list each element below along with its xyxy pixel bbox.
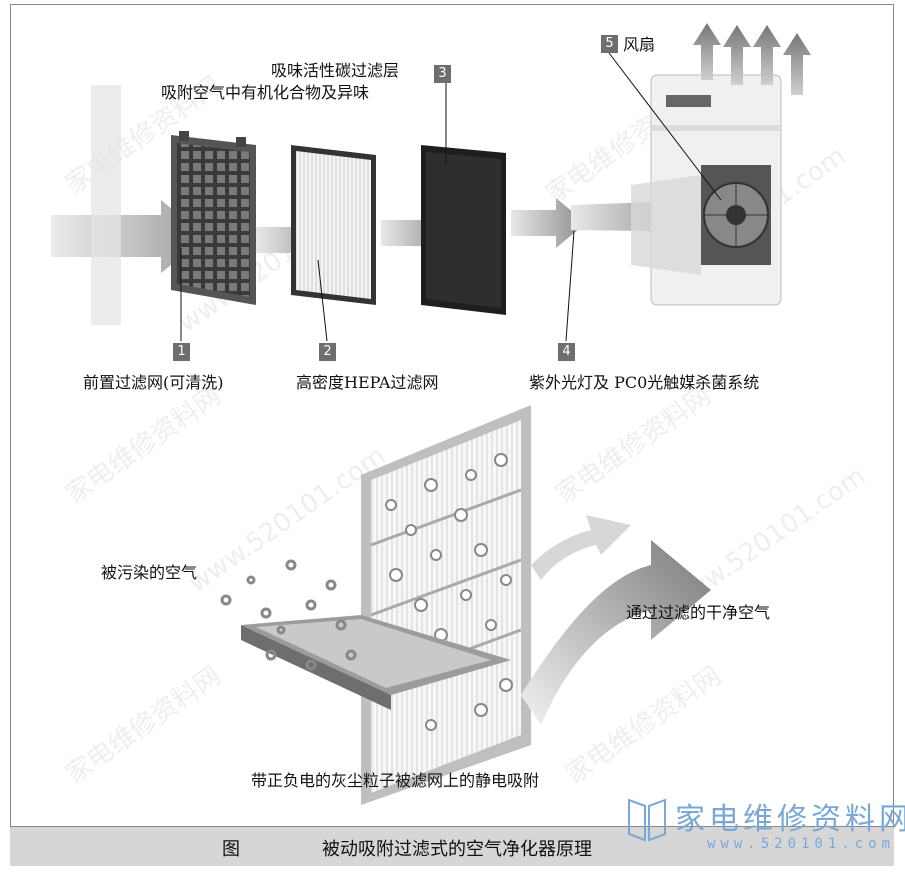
book-icon	[628, 798, 666, 842]
hepa-filter-shape	[291, 145, 376, 305]
badge-4: 4	[558, 343, 575, 361]
carbon-label-line1: 吸味活性碳过滤层	[271, 61, 400, 80]
arrow-3-4	[511, 198, 586, 248]
uv-system-label: 紫外光灯及 PC0光触媒杀菌系统	[529, 373, 760, 392]
purifier-illustration	[51, 23, 811, 805]
exhaust-arrow-2	[723, 25, 751, 85]
exhaust-arrow-4	[783, 33, 811, 95]
inflow-arrow	[51, 200, 206, 273]
exhaust-arrow-1	[693, 23, 721, 80]
badge-3: 3	[434, 65, 451, 83]
pre-filter-shape	[171, 131, 256, 305]
badge-1: 1	[173, 343, 190, 361]
clean-air-arrow-top	[531, 515, 631, 580]
badge-2: 2	[319, 343, 336, 361]
figure-title: 被动吸附过滤式的空气净化器原理	[322, 839, 592, 860]
logo-url: www.520101.com	[707, 836, 896, 852]
leader-4	[565, 230, 575, 342]
leader-5	[608, 52, 722, 201]
floating-particles	[220, 559, 357, 671]
pre-filter-label: 前置过滤网(可清洗)	[83, 373, 224, 392]
clean-air-label: 通过过滤的干净空气	[626, 603, 771, 622]
badge-5: 5	[601, 35, 618, 53]
incoming-tray-shape	[241, 615, 511, 710]
exhaust-arrow-3	[753, 25, 781, 85]
carbon-filter-shape	[421, 145, 506, 315]
clean-air-arrow	[521, 540, 711, 725]
hepa-filter-label: 高密度HEPA过滤网	[296, 373, 439, 392]
figure-caption: 图 被动吸附过滤式的空气净化器原理	[10, 826, 894, 866]
electrostatic-label: 带正负电的灰尘粒子被滤网上的静电吸附	[251, 771, 540, 790]
fan-label: 风扇	[623, 35, 656, 54]
diagram-frame: 家电维修资料网 www.520101.com 家电维修资料网 www.52010…	[10, 4, 894, 866]
leader-2	[317, 259, 328, 342]
purifier-unit-shape	[631, 74, 782, 306]
site-logo: 家电维修资料网 www.520101.com	[625, 792, 905, 862]
polluted-air-label: 被污染的空气	[101, 563, 198, 582]
logo-title: 家电维修资料网	[675, 802, 905, 837]
figure-label: 图	[222, 839, 240, 860]
incoming-air-panel	[91, 85, 121, 325]
electrostatic-filter-shape	[361, 405, 531, 805]
carbon-label-line2: 吸附空气中有机化合物及异味	[161, 83, 370, 102]
